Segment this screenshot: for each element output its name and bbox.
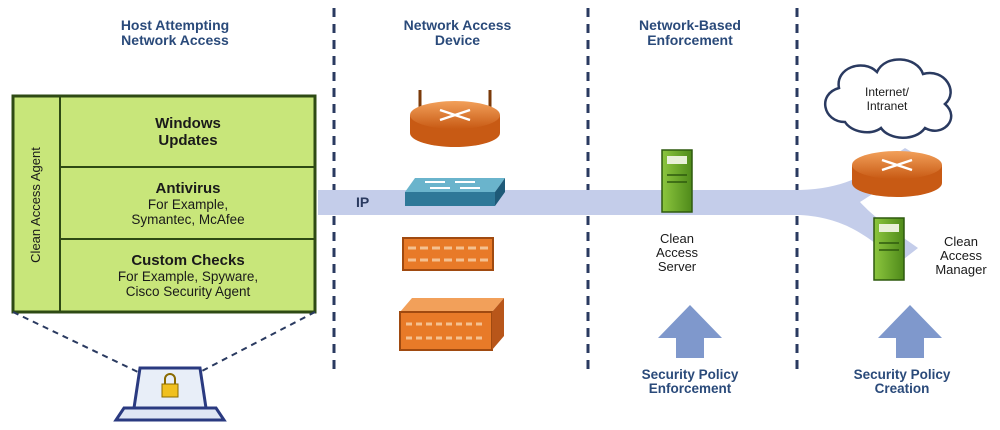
- custom-checks-title: Custom Checks: [131, 251, 245, 269]
- agent-cell-custom-checks: Custom Checks For Example, Spyware, Cisc…: [62, 240, 314, 310]
- column-heading-nbe: Network-Based Enforcement: [639, 17, 741, 48]
- antivirus-title: Antivirus: [155, 179, 221, 197]
- ip-flow-band: [318, 148, 925, 262]
- switch-icon: [405, 178, 505, 206]
- laptop-link-left: [12, 311, 139, 373]
- windows-updates-title: Windows Updates: [155, 115, 221, 149]
- cloud-label: Internet/ Intranet: [864, 85, 910, 113]
- firewall-icon: [402, 237, 494, 271]
- laptop-icon: [113, 366, 227, 422]
- column-heading-host: Host Attempting Network Access: [120, 17, 230, 48]
- antivirus-subtitle: For Example, Symantec, McAfee: [131, 196, 245, 227]
- clean-access-server-icon: [661, 149, 693, 213]
- policy-creation-arrow: [878, 305, 942, 358]
- clean-access-manager-label: Clean Access Manager: [935, 234, 987, 277]
- edge-router-icon: [852, 151, 942, 197]
- agent-panel-frame: [11, 94, 317, 314]
- agent-side-label: Clean Access Agent: [28, 147, 43, 263]
- agent-cell-windows-updates: Windows Updates: [62, 98, 314, 166]
- clean-access-manager-icon: [873, 217, 905, 281]
- ip-label: IP: [356, 194, 370, 210]
- cloud-icon: [823, 58, 953, 139]
- security-policy-enforcement-label: Security Policy Enforcement: [641, 367, 739, 396]
- agent-cell-antivirus: Antivirus For Example, Symantec, McAfee: [62, 168, 314, 238]
- vpn-concentrator-icon: [399, 298, 504, 351]
- security-policy-creation-label: Security Policy Creation: [853, 367, 951, 396]
- laptop-link-right: [199, 311, 316, 373]
- router-icon: [410, 90, 500, 147]
- column-heading-nad: Network Access Device: [403, 17, 512, 48]
- policy-enforcement-arrow: [658, 305, 722, 358]
- clean-access-server-label: Clean Access Server: [656, 231, 698, 274]
- custom-checks-subtitle: For Example, Spyware, Cisco Security Age…: [117, 268, 259, 299]
